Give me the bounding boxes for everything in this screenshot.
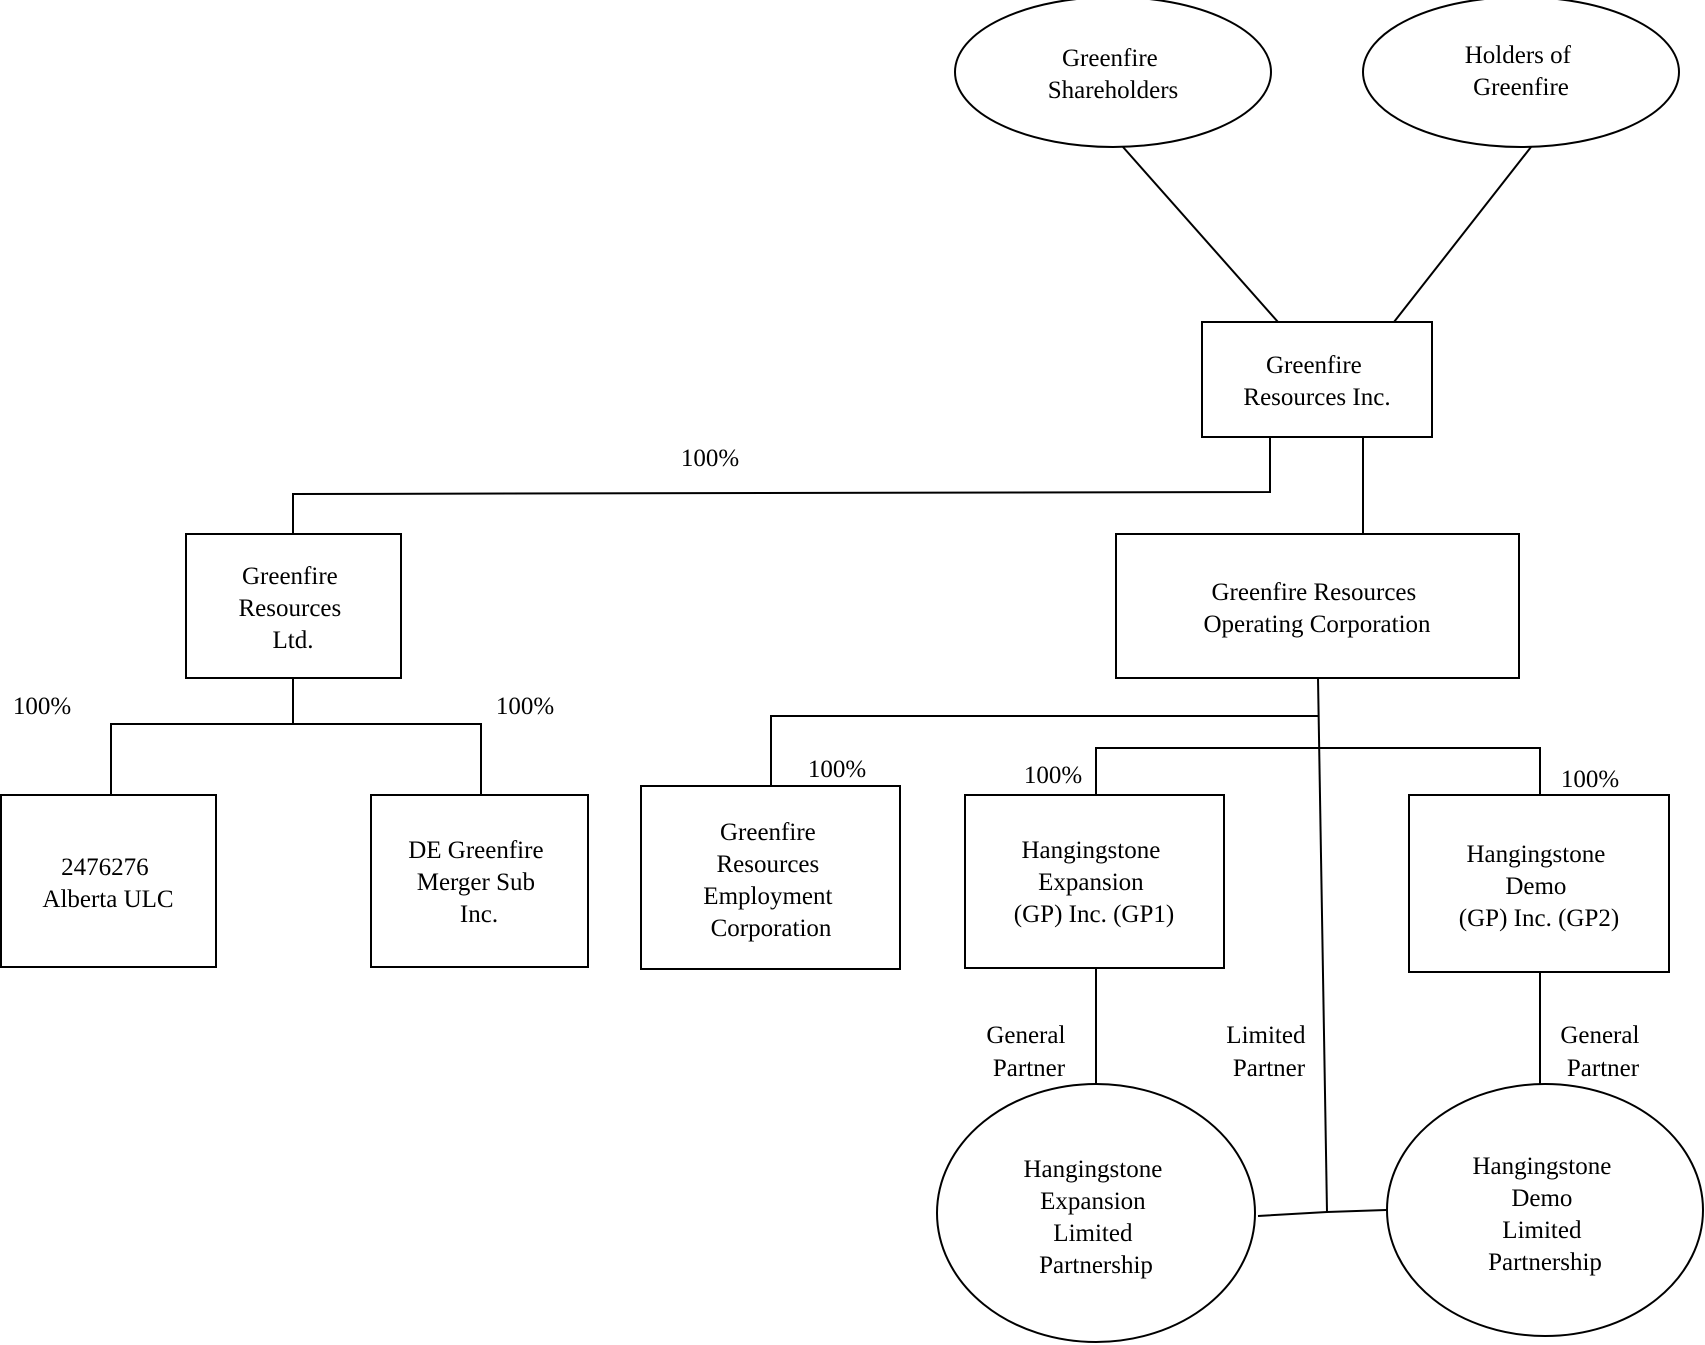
shareholders-label: Greenfire Shareholders [1048, 45, 1179, 104]
alberta-label: 2476276 Alberta ULC [42, 854, 173, 913]
ownership-label-gri-grl: 100% [681, 445, 739, 472]
general-partner-label-gp2: General Partner [1560, 1022, 1645, 1082]
connectors [110, 146, 1541, 1217]
node-greenfire-resources-ltd: Greenfire Resources Ltd. [185, 533, 402, 679]
node-holders-of-greenfire: Holders of Greenfire [1362, 0, 1680, 148]
employment-box [640, 785, 901, 970]
grl-box [185, 533, 402, 679]
edge-shareholders-to-gri [1122, 146, 1279, 323]
gri-box [1201, 321, 1433, 438]
ownership-label-grl-merger: 100% [496, 693, 554, 720]
gp1-box [964, 794, 1225, 969]
node-hangingstone-expansion-gp1: Hangingstone Expansion (GP) Inc. (GP1) [964, 794, 1225, 969]
lp-expansion-label: Hangingstone Expansion Limited Partnersh… [1023, 1156, 1168, 1279]
edge-groc-to-employment [770, 715, 1318, 786]
ownership-label-groc-employment: 100% [808, 756, 866, 783]
merger-label: DE Greenfire Merger Sub Inc. [408, 837, 550, 928]
edge-groc-trunk-limited-partner [1317, 677, 1328, 1213]
holders-label: Holders of Greenfire [1465, 42, 1577, 101]
edge-gri-to-grl [292, 437, 1271, 534]
node-2476276-alberta-ulc: 2476276 Alberta ULC [0, 794, 217, 968]
edge-labels: 100% 100% 100% 100% 100% 100% General Pa… [13, 445, 1645, 1082]
groc-label: Greenfire Resources Operating Corporatio… [1203, 579, 1431, 638]
holders-ellipse [1362, 0, 1680, 148]
grl-label: Greenfire Resources Ltd. [239, 563, 348, 654]
node-hangingstone-expansion-lp: Hangingstone Expansion Limited Partnersh… [936, 1083, 1256, 1343]
lp-expansion-ellipse [936, 1083, 1256, 1343]
edge-holders-to-gri [1393, 146, 1532, 323]
alberta-box [0, 794, 217, 968]
edge-grl-bracket [110, 723, 482, 795]
gp1-label: Hangingstone Expansion (GP) Inc. (GP1) [1014, 837, 1174, 928]
lp-demo-ellipse [1386, 1083, 1704, 1337]
node-greenfire-resources-employment-corporation: Greenfire Resources Employment Corporati… [640, 785, 901, 970]
merger-box [370, 794, 589, 968]
edge-lp-connector [1257, 1209, 1387, 1217]
node-hangingstone-demo-lp: Hangingstone Demo Limited Partnership [1386, 1083, 1704, 1337]
node-greenfire-resources-inc: Greenfire Resources Inc. [1201, 321, 1433, 438]
ownership-label-grl-alberta: 100% [13, 693, 71, 720]
gri-label: Greenfire Resources Inc. [1243, 352, 1390, 411]
node-greenfire-shareholders: Greenfire Shareholders [954, 0, 1272, 148]
general-partner-label-gp1: General Partner [986, 1022, 1071, 1082]
lp-demo-label: Hangingstone Demo Limited Partnership [1472, 1153, 1617, 1276]
employment-label: Greenfire Resources Employment Corporati… [703, 819, 838, 942]
shareholders-ellipse [954, 0, 1272, 148]
groc-box [1115, 533, 1520, 679]
node-hangingstone-demo-gp2: Hangingstone Demo (GP) Inc. (GP2) [1408, 794, 1670, 973]
gp2-label: Hangingstone Demo (GP) Inc. (GP2) [1459, 841, 1619, 932]
limited-partner-label: Limited Partner [1226, 1022, 1311, 1082]
node-de-greenfire-merger-sub: DE Greenfire Merger Sub Inc. [370, 794, 589, 968]
gp2-box [1408, 794, 1670, 973]
ownership-label-groc-gp1: 100% [1024, 762, 1082, 789]
node-greenfire-resources-operating-corporation: Greenfire Resources Operating Corporatio… [1115, 533, 1520, 679]
ownership-label-groc-gp2: 100% [1561, 766, 1619, 793]
edge-groc-gp-bracket [1095, 747, 1541, 795]
